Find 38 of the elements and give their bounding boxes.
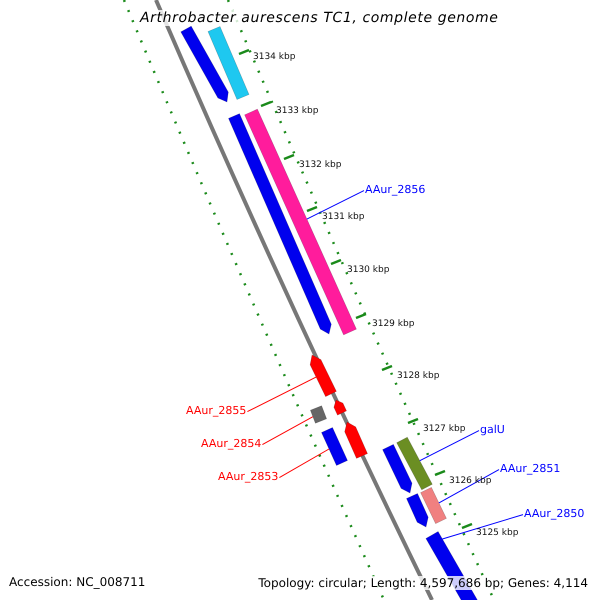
leader-line [442,514,524,540]
title: Arthrobacter aurescens TC1, complete genome [138,10,500,26]
gene-bar [208,26,250,100]
gene-bar [406,493,429,528]
gene-bar [310,405,327,424]
leader-line [306,190,364,220]
scale-label: 3128 kbp [397,372,440,381]
scale-label: 3132 kbp [299,161,342,170]
gene-bar [420,487,447,524]
scale-label: 3133 kbp [276,107,318,116]
leader-line [246,376,317,412]
gene-label: AAur_2853 [218,471,278,482]
gene-label: AAur_2850 [524,508,584,519]
leader-line [278,448,330,478]
scale-label: 3131 kbp [322,213,364,222]
gene-bar [396,436,433,490]
gene-bar [344,422,368,459]
scale-label: 3125 kbp [476,529,518,538]
gene-label: AAur_2855 [186,405,246,416]
scale-label: 3130 kbp [347,266,390,275]
leader-line [438,469,500,504]
accession-text: Accession: NC_008711 [9,576,146,588]
gene-bar [321,427,348,466]
gene-label: galU [480,424,505,435]
gene-bar [180,26,229,102]
gene-bar [382,444,412,494]
scale-label: 3127 kbp [423,425,466,434]
scale-label: 3134 kbp [253,53,296,62]
gene-label: AAur_2854 [201,438,262,449]
leader-line [419,430,480,462]
gene-bar [334,400,347,416]
scale-label: 3129 kbp [372,320,414,329]
scale-label: 3126 kbp [449,477,492,486]
gene-bar [310,354,337,397]
gene-label: AAur_2851 [500,463,560,474]
leader-line [262,416,314,446]
genome-stats-text: Topology: circular; Length: 4,597,686 bp; Genes: 4,114 [256,576,590,590]
gene-label: AAur_2856 [365,184,426,195]
